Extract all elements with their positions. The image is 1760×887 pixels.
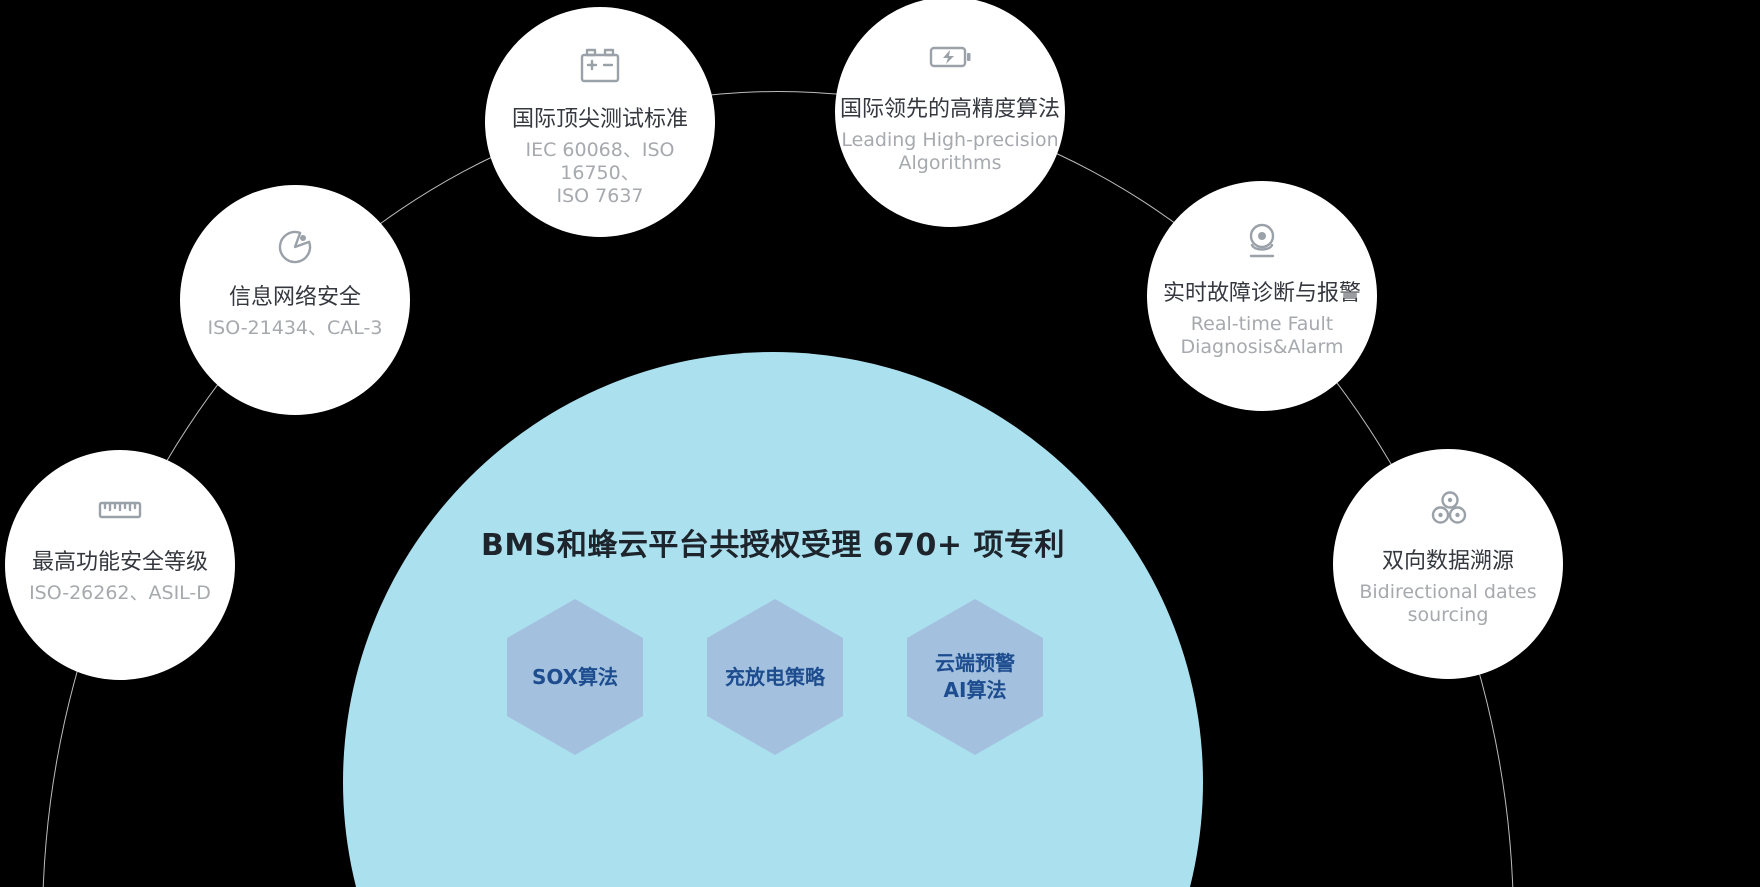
feature-node-data-sourcing: 双向数据溯源 Bidirectional dates sourcing — [1333, 449, 1563, 679]
feature-title: 信息网络安全 — [228, 285, 361, 310]
hexagon-cloud-warning-ai: 云端预警 AI算法 — [907, 599, 1043, 755]
feature-subtitle: Real-time Fault Diagnosis&Alarm — [1180, 313, 1343, 359]
feature-title: 实时故障诊断与报警 — [1162, 281, 1361, 306]
feature-subtitle: Bidirectional dates sourcing — [1359, 581, 1536, 627]
car-battery-icon — [576, 43, 624, 91]
feature-node-functional-safety: 最高功能安全等级 ISO-26262、ASIL-D — [5, 450, 235, 680]
feature-subtitle-line: Bidirectional dates — [1359, 581, 1537, 603]
dome-title: BMS和蜂云平台共授权受理 670+ 项专利 — [481, 528, 1065, 563]
feature-title: 双向数据溯源 — [1381, 549, 1514, 574]
feature-node-fault-diagnosis: 实时故障诊断与报警 Real-time Fault Diagnosis&Alar… — [1147, 181, 1377, 411]
feature-subtitle-line: Algorithms — [898, 152, 1002, 175]
feature-subtitle: ISO-26262、ASIL-D — [29, 582, 211, 605]
feature-title: 国际领先的高精度算法 — [839, 97, 1060, 122]
feature-subtitle-line: ISO-26262、ASIL-D — [29, 582, 211, 604]
feature-subtitle-line: sourcing — [1407, 604, 1489, 627]
network-security-icon — [271, 221, 319, 269]
feature-subtitle-line: Diagnosis&Alarm — [1180, 336, 1344, 359]
hexagon-label-line: 充放电策略 — [725, 664, 825, 689]
hexagon-label-line: 云端预警 — [935, 651, 1015, 675]
feature-subtitle-line: ISO 7637 — [556, 185, 644, 208]
feature-subtitle-line: Leading High-precision — [841, 129, 1059, 151]
feature-node-network-security: 信息网络安全 ISO-21434、CAL-3 — [180, 185, 410, 415]
hexagon-label-line: SOX算法 — [531, 664, 619, 689]
feature-subtitle: Leading High-precision Algorithms — [841, 129, 1058, 175]
feature-subtitle: ISO-21434、CAL-3 — [208, 317, 383, 340]
hexagon-charge-discharge-strategy: 充放电策略 — [707, 599, 843, 755]
hexagon-label-line: AI算法 — [943, 678, 1007, 702]
feature-node-test-standards: 国际顶尖测试标准 IEC 60068、ISO 16750、 ISO 7637 — [485, 7, 715, 237]
hexagon-sox-algorithm: SOX算法 — [507, 599, 643, 755]
ruler-icon — [96, 486, 144, 534]
camera-monitor-icon — [1238, 217, 1286, 265]
feature-node-algorithms: 国际领先的高精度算法 Leading High-precision Algori… — [835, 0, 1065, 227]
feature-title: 最高功能安全等级 — [31, 550, 208, 575]
feature-subtitle: IEC 60068、ISO 16750、 ISO 7637 — [485, 139, 715, 209]
feature-subtitle-line: ISO-21434、CAL-3 — [207, 317, 383, 339]
data-rolls-icon — [1424, 485, 1472, 533]
battery-charging-icon — [926, 33, 974, 81]
feature-subtitle-line: IEC 60068、ISO 16750、 — [525, 139, 675, 185]
feature-subtitle-line: Real-time Fault — [1190, 313, 1334, 335]
feature-title: 国际顶尖测试标准 — [511, 107, 688, 132]
